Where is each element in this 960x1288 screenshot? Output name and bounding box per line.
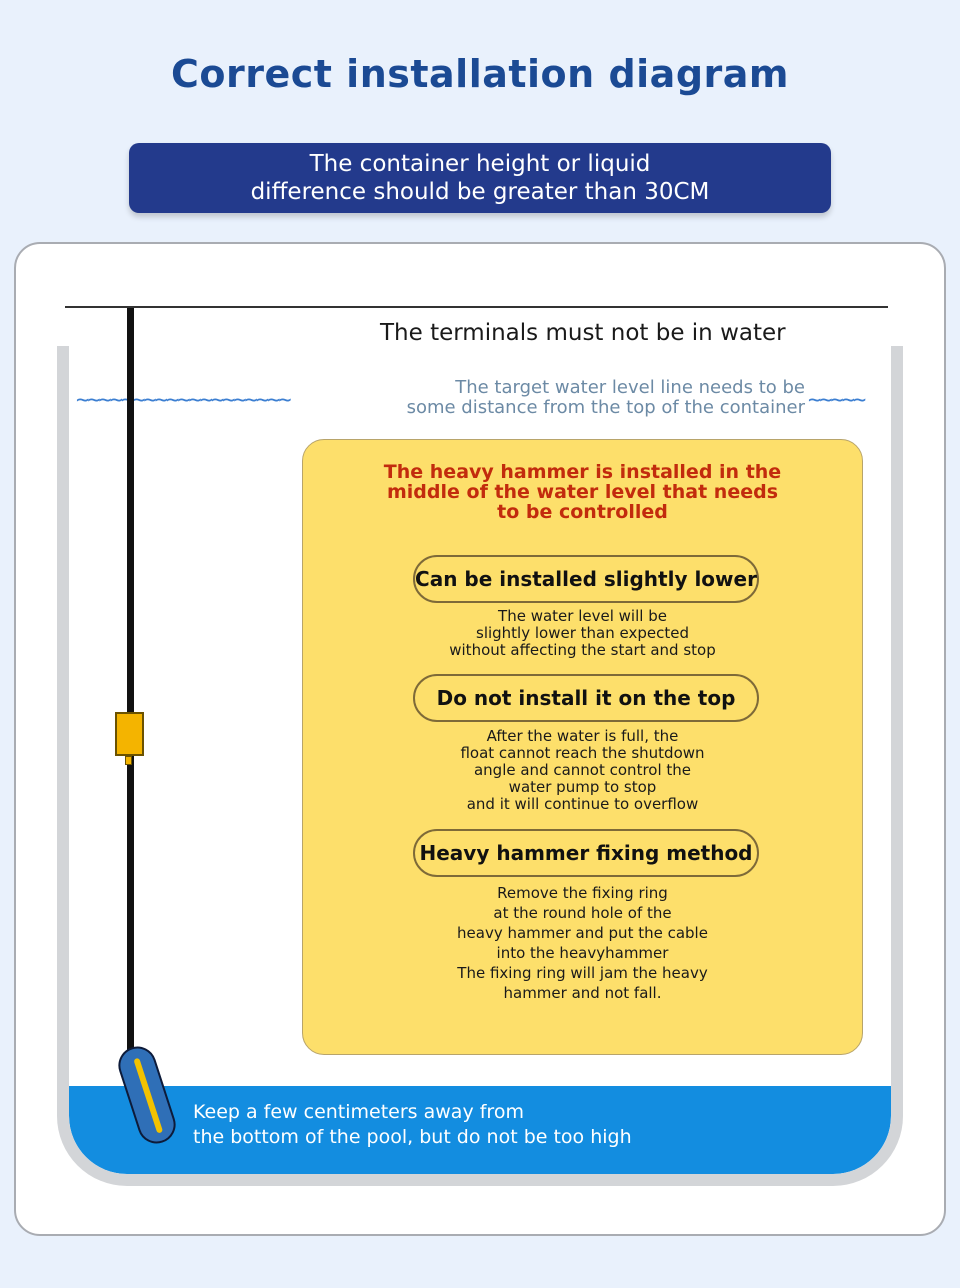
banner-line-1: The container height or liquid: [309, 151, 651, 177]
wave-right: ~~~~~: [808, 388, 866, 413]
desc-line: slightly lower than expected: [476, 624, 689, 642]
hammer-placement-note: The heavy hammer is installed in the mid…: [302, 462, 863, 522]
desc-line: angle and cannot control the: [473, 761, 692, 779]
desc-line: Remove the fixing ring: [497, 884, 668, 902]
instructions-box: [302, 439, 863, 1055]
bottom-note-line-1: Keep a few centimeters away from: [193, 1101, 524, 1123]
desc-line: into the heavyhammer: [496, 944, 669, 962]
section-heading-top: Do not install it on the top: [413, 674, 759, 722]
hammer-note-line-2: middle of the water level that needs: [386, 481, 779, 503]
target-line-2: some distance from the top of the contai…: [406, 397, 805, 418]
desc-line: hammer and not fall.: [503, 984, 662, 1002]
desc-line: After the water is full, the: [486, 727, 679, 745]
container-top-line: [65, 306, 888, 308]
section-desc-top: After the water is full, the float canno…: [302, 728, 863, 813]
water-body: [69, 1086, 891, 1174]
wave-left: ~~~~~~~~~~~~~~~~~~~: [76, 388, 292, 413]
section-desc-lower: The water level will be slightly lower t…: [302, 608, 863, 659]
banner-line-2: difference should be greater than 30CM: [250, 179, 710, 205]
heavy-hammer: [115, 712, 144, 756]
desc-line: without affecting the start and stop: [449, 641, 716, 659]
hammer-fixing-ring: [125, 756, 132, 765]
hammer-note-line-3: to be controlled: [497, 501, 668, 523]
requirement-banner: The container height or liquid differenc…: [129, 143, 831, 213]
switch-cable: [127, 308, 134, 1078]
section-desc-fixing: Remove the fixing ring at the round hole…: [302, 883, 863, 1003]
target-line-1: The target water level line needs to be: [455, 377, 805, 398]
bottom-note-line-2: the bottom of the pool, but do not be to…: [193, 1126, 632, 1148]
terminals-note: The terminals must not be in water: [380, 320, 786, 346]
container-outline: [57, 346, 903, 1186]
section-heading-lower: Can be installed slightly lower: [413, 555, 759, 603]
desc-line: float cannot reach the shutdown: [460, 744, 705, 762]
desc-line: The fixing ring will jam the heavy: [457, 964, 708, 982]
desc-line: and it will continue to overflow: [466, 795, 699, 813]
desc-line: water pump to stop: [508, 778, 657, 796]
target-level-note: The target water level line needs to be …: [380, 378, 805, 418]
section-heading-fixing: Heavy hammer fixing method: [413, 829, 759, 877]
desc-line: The water level will be: [498, 607, 667, 625]
page-title: Correct installation diagram: [171, 52, 789, 96]
desc-line: at the round hole of the: [493, 904, 672, 922]
bottom-distance-note: Keep a few centimeters away from the bot…: [193, 1100, 753, 1150]
desc-line: heavy hammer and put the cable: [457, 924, 708, 942]
hammer-note-line-1: The heavy hammer is installed in the: [383, 461, 782, 483]
